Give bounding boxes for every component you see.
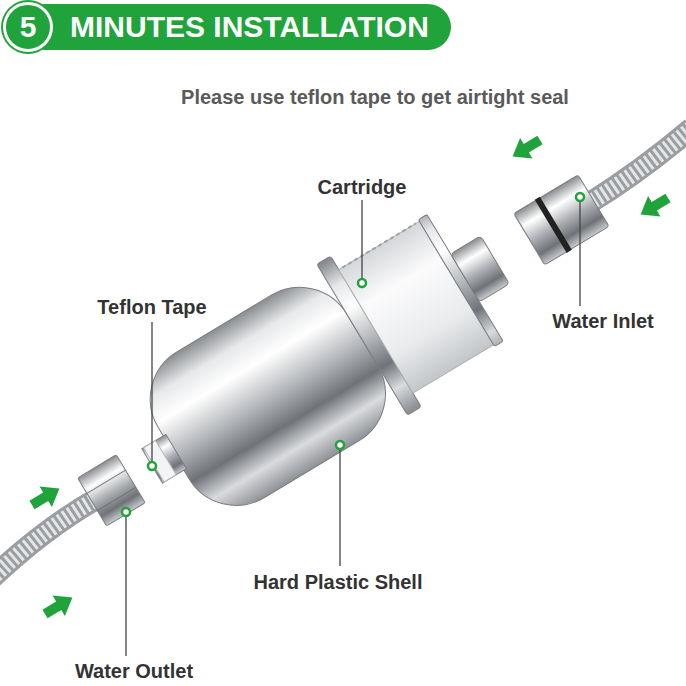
- outlet-hose-ribs: [0, 498, 98, 578]
- flow-arrow: [506, 130, 546, 167]
- inlet-hose: [588, 128, 686, 204]
- leader-dot: [576, 193, 584, 201]
- leader-line: [151, 322, 152, 461]
- number-badge: 5: [3, 2, 53, 52]
- o-ring: [535, 197, 572, 253]
- leader-line: [579, 202, 580, 306]
- step-number: 5: [20, 12, 37, 42]
- part-label: Hard Plastic Shell: [251, 571, 426, 594]
- part-label: Teflon Tape: [94, 296, 209, 319]
- leader-dot: [148, 462, 156, 470]
- flow-arrow: [39, 587, 79, 624]
- thread: [142, 434, 187, 483]
- banner-title: MINUTES INSTALLATION: [70, 12, 429, 42]
- part-label: Water Inlet: [549, 310, 657, 333]
- flow-arrow: [26, 478, 66, 515]
- title-banner: MINUTES INSTALLATION: [22, 4, 451, 50]
- part-label: Water Outlet: [72, 660, 196, 683]
- cartridge-edge: [342, 223, 416, 267]
- leader-dot: [122, 508, 130, 516]
- outlet-hose: [0, 498, 98, 578]
- teflon-tape: [144, 440, 177, 481]
- outlet-nut: [78, 455, 145, 526]
- neck: [451, 236, 510, 302]
- leader-dot: [336, 441, 344, 449]
- leader-line: [125, 517, 126, 656]
- leader-dot: [358, 279, 366, 287]
- inlet-hose-ribs: [588, 128, 686, 204]
- leader-line: [339, 450, 340, 566]
- leader-line: [361, 200, 362, 279]
- instruction-note: Please use teflon tape to get airtight s…: [178, 86, 572, 109]
- inlet-fitting: [514, 175, 609, 265]
- nut-facet: [97, 487, 136, 510]
- flow-arrow: [634, 188, 674, 225]
- nut-facet: [87, 470, 126, 493]
- part-label: Cartridge: [315, 176, 410, 199]
